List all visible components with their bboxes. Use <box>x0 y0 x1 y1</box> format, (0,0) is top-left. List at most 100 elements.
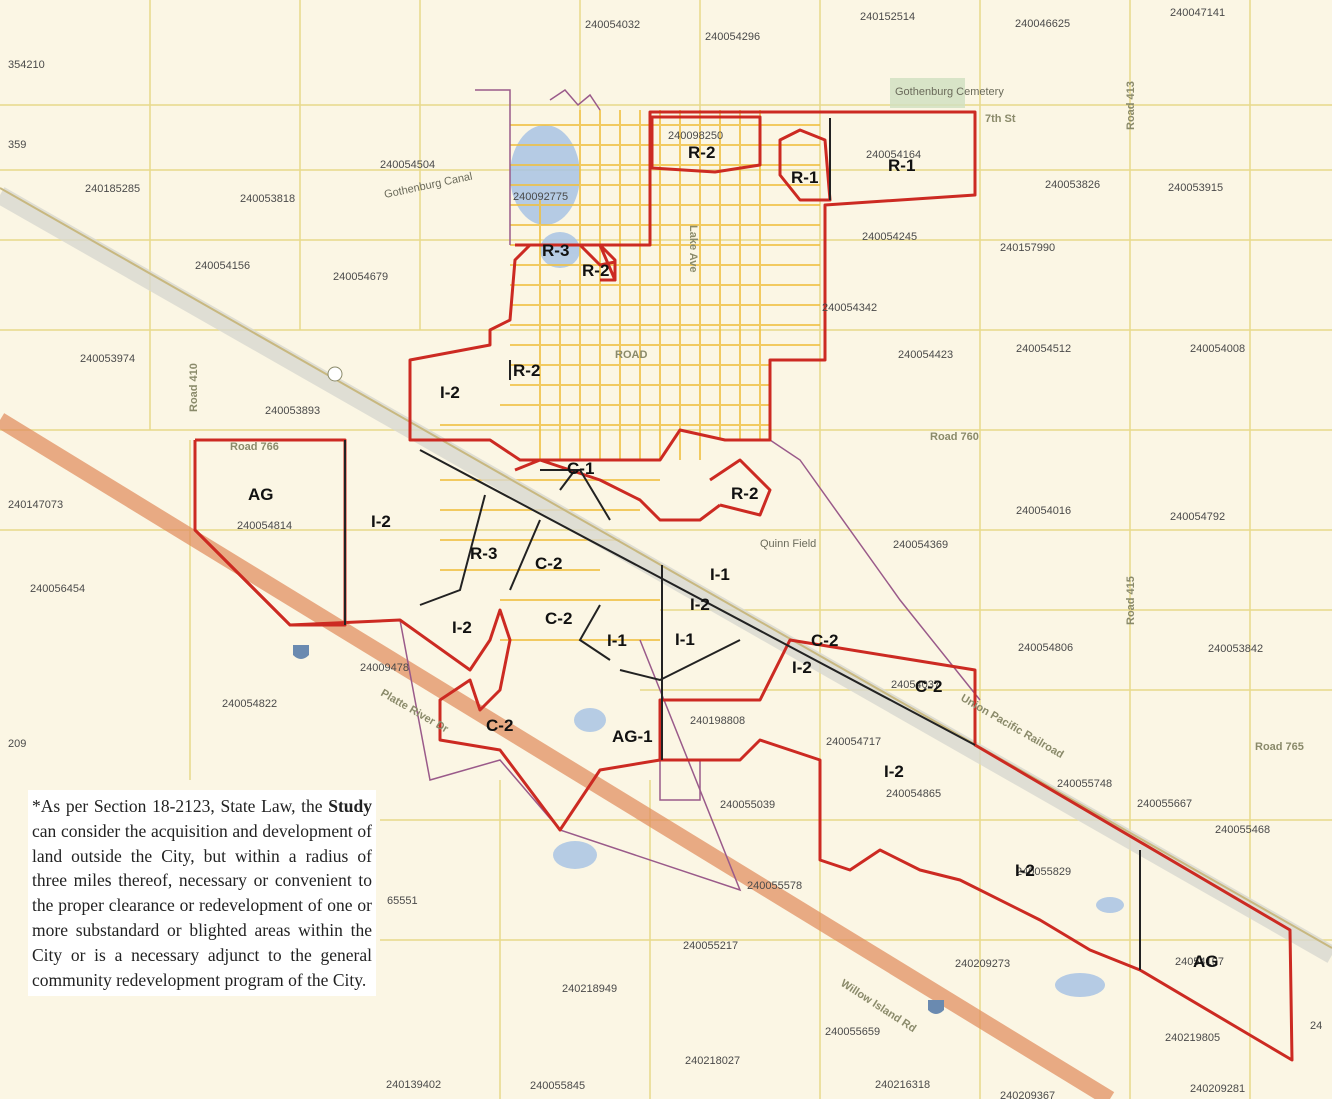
south-district-boundary <box>193 528 1294 1062</box>
water-bodies <box>510 125 1124 997</box>
zone-label: I-2 <box>452 618 472 637</box>
road-label: Road 765 <box>1255 741 1304 753</box>
parcel-number: 240055845 <box>530 1080 585 1092</box>
quinn-field-label: Quinn Field <box>760 538 816 550</box>
road-label: Road 413 <box>1125 81 1137 130</box>
parcel-number: 240054423 <box>898 349 953 361</box>
zone-label: R-2 <box>513 361 540 380</box>
parcel-number: 240053915 <box>1168 182 1223 194</box>
parcel-number: 240054245 <box>862 231 917 243</box>
parcel-number: 240157990 <box>1000 242 1055 254</box>
road-label: Road 410 <box>188 363 200 412</box>
parcel-number: 240098250 <box>668 130 723 142</box>
road-label: ROAD <box>615 349 647 361</box>
parcel-number: 240218949 <box>562 983 617 995</box>
zone-label: I-2 <box>1015 861 1035 880</box>
parcel-number: 209 <box>8 738 26 750</box>
parcel-number: 240053842 <box>1208 643 1263 655</box>
zone-label: C-2 <box>486 716 513 735</box>
city-limits <box>399 89 981 892</box>
parcel-number: 24009478 <box>360 662 409 674</box>
parcel-number: 240054016 <box>1016 505 1071 517</box>
c-2-central-boundary <box>514 458 721 522</box>
interstate-shield-icon <box>293 645 309 659</box>
parcel-number: 240054342 <box>822 302 877 314</box>
parcel-number: 240054865 <box>886 788 941 800</box>
parcel-number: 240054717 <box>826 736 881 748</box>
parcel-number: 240055829 <box>1016 866 1071 878</box>
parcel-number: 240054806 <box>1018 642 1073 654</box>
parcel-number: 240054296 <box>705 31 760 43</box>
parcel-number: 240054512 <box>1016 343 1071 355</box>
zone-label: R-2 <box>731 484 758 503</box>
parcel-number: 240055468 <box>1215 824 1270 836</box>
parcel-number: 240139402 <box>386 1079 441 1091</box>
cemetery-label: Gothenburg Cemetery <box>895 86 1004 98</box>
street-label: 7th St <box>985 113 1016 125</box>
parcel-number: 240054156 <box>195 260 250 272</box>
us-highway-30 <box>0 187 1332 949</box>
zone-label: R-3 <box>542 241 569 260</box>
zone-label: R-1 <box>791 168 818 187</box>
zone-label: AG <box>1193 952 1219 971</box>
parcel-number: 240055748 <box>1057 778 1112 790</box>
parcel-number: 359 <box>8 139 26 151</box>
zone-label: C-2 <box>535 554 562 573</box>
r-2-north-boundary <box>650 115 762 174</box>
zone-label: I-2 <box>371 512 391 531</box>
parcel-number: 240054792 <box>1170 511 1225 523</box>
state-law-note: *As per Section 18-2123, State Law, the … <box>28 790 376 997</box>
zone-label: I-2 <box>792 658 812 677</box>
parcel-number: 24054197 <box>1175 956 1224 968</box>
parcel-number: 240209367 <box>1000 1090 1055 1099</box>
parcel-number: 240185285 <box>85 183 140 195</box>
interstate-80 <box>0 413 1115 1099</box>
parcel-number: 24054037 <box>891 679 940 691</box>
map-markers <box>293 78 965 1014</box>
parcel-number: 240056454 <box>30 583 85 595</box>
note-body: can consider the acquisition and develop… <box>32 820 372 990</box>
us-highway-shield-icon <box>327 366 343 382</box>
road-label: Road 760 <box>930 431 979 443</box>
parcel-number: 240054164 <box>866 149 921 161</box>
parcel-number: 240046625 <box>1015 18 1070 30</box>
parcel-number: 240054369 <box>893 539 948 551</box>
zone-label: C-1 <box>567 459 594 478</box>
r-2-east-boundary <box>709 458 772 517</box>
parcel-number: 240216318 <box>875 1079 930 1091</box>
parcel-number: 240152514 <box>860 11 915 23</box>
parcel-number: 240054032 <box>585 19 640 31</box>
parcel-number: 240218027 <box>685 1055 740 1067</box>
parcel-number: 240054504 <box>380 159 435 171</box>
parcel-number: 240047141 <box>1170 7 1225 19</box>
zone-label: R-2 <box>582 261 609 280</box>
parcel-number: 240053893 <box>265 405 320 417</box>
zone-label: I-2 <box>884 762 904 781</box>
parcel-number: 240055667 <box>1137 798 1192 810</box>
zone-label: C-2 <box>811 631 838 650</box>
parcel-number: 240053818 <box>240 193 295 205</box>
zone-label: AG-1 <box>612 727 653 746</box>
parcel-number: 24 <box>1310 1020 1322 1032</box>
parcel-number: 354210 <box>8 59 45 71</box>
inner-boundaries <box>344 118 1141 970</box>
zone-label: AG <box>248 485 274 504</box>
zone-label: R-1 <box>888 156 915 175</box>
parcel-number: 240219805 <box>1165 1032 1220 1044</box>
zone-labels: R-2 R-1 R-1 R-3 R-2 R-2 I-2 C-1 R-2 AG I… <box>248 143 1219 971</box>
zone-label: R-2 <box>688 143 715 162</box>
parcel-number: 240053826 <box>1045 179 1100 191</box>
note-prefix: *As per Section 18-2123, State Law, the <box>32 796 329 816</box>
parcel-labels: 354210 359 240054032 240054296 240152514… <box>8 7 1322 1099</box>
zone-label: I-1 <box>710 565 730 584</box>
zone-label: I-2 <box>690 595 710 614</box>
parcel-number: 240209273 <box>955 958 1010 970</box>
highways <box>0 187 1332 1099</box>
parcel-number: 240055578 <box>747 880 802 892</box>
railroad-corridor <box>0 187 1332 963</box>
zone-label: I-1 <box>607 631 627 650</box>
parcel-number: 240209281 <box>1190 1083 1245 1095</box>
road-label: Road 766 <box>230 441 279 453</box>
parcel-number: 240055217 <box>683 940 738 952</box>
parcel-number: 240054822 <box>222 698 277 710</box>
